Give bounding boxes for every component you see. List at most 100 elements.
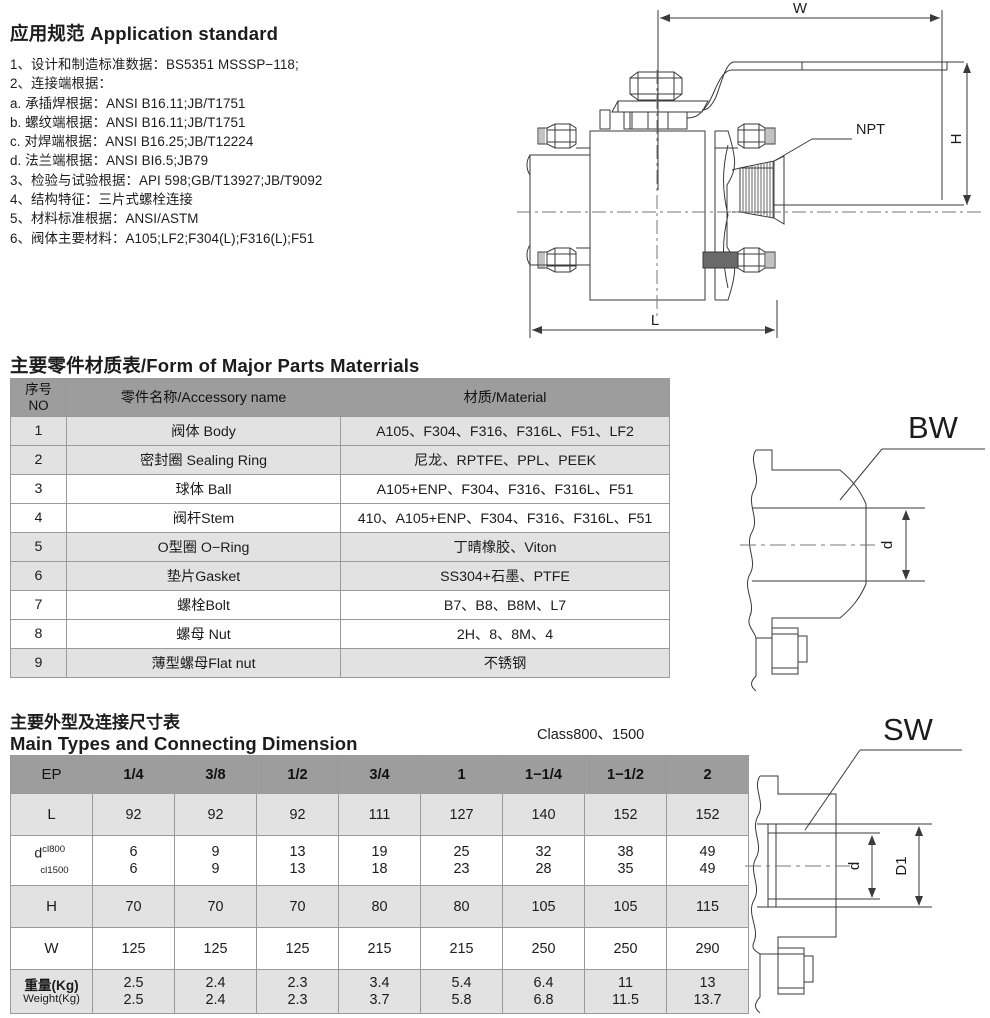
cell-name: 垫片Gasket bbox=[66, 561, 341, 591]
cell-material: B7、B8、B8M、L7 bbox=[340, 590, 670, 620]
header-accessory-name: 零件名称/Accessory name bbox=[66, 378, 341, 417]
bw-leader-diagonal bbox=[839, 448, 883, 501]
cell-l: 152 bbox=[584, 793, 667, 836]
table-header-row: 序号 NO 零件名称/Accessory name 材质/Material bbox=[10, 378, 670, 417]
bw-d-label: d bbox=[879, 541, 896, 549]
npt-end-connector bbox=[715, 130, 785, 301]
bw-title: BW bbox=[908, 410, 959, 445]
header-size: 1 bbox=[420, 755, 503, 794]
sw-body-outline bbox=[750, 775, 932, 1014]
dims-title-cn: 主要外型及连接尺寸表 bbox=[10, 713, 180, 732]
sw-leader-diagonal bbox=[804, 749, 861, 831]
table-row: 1 阀体 Body A105、F304、F316、F316L、F51、LF2 bbox=[10, 416, 670, 446]
table-row: W 125 125 125 215 215 250 250 290 bbox=[10, 927, 749, 970]
header-size: 1−1/2 bbox=[584, 755, 667, 794]
standard-item: 3、检验与试验根据：API 598;GB/T13927;JB/T9092 bbox=[10, 172, 323, 188]
cell-w: 290 bbox=[666, 927, 749, 970]
table-header-row: EP 1/4 3/8 1/2 3/4 1 1−1/4 1−1/2 2 bbox=[10, 755, 749, 794]
cell-w: 125 bbox=[174, 927, 257, 970]
cell-h: 70 bbox=[92, 885, 175, 928]
valve-assembly-drawing: W H bbox=[512, 0, 990, 345]
application-standard-section: 应用规范 Application standard 1、设计和制造标准数据：BS… bbox=[10, 20, 510, 248]
table-row: 5 O型圈 O−Ring 丁晴橡胶、Viton bbox=[10, 532, 670, 562]
standard-item: 2、连接端根据： bbox=[10, 76, 112, 92]
cell-name: 薄型螺母Flat nut bbox=[66, 648, 341, 678]
main-types-dimension-table: EP 1/4 3/8 1/2 3/4 1 1−1/4 1−1/2 2 L 92 … bbox=[10, 755, 749, 1014]
stem-nut-lower bbox=[599, 109, 688, 130]
cell-material: SS304+石墨、PTFE bbox=[340, 561, 670, 591]
centerlines bbox=[517, 70, 982, 320]
thread-hatch bbox=[742, 161, 774, 218]
w-dimension bbox=[657, 10, 943, 200]
sw-end-drawing: SW d D1 bbox=[700, 702, 990, 1018]
sw-d-label: d bbox=[846, 862, 863, 870]
header-size: 1/4 bbox=[92, 755, 175, 794]
npt-label: NPT bbox=[856, 122, 885, 138]
cell-name: 密封圈 Sealing Ring bbox=[66, 445, 341, 475]
bw-d-dimension bbox=[866, 507, 925, 582]
sw-d1-dimension bbox=[915, 826, 923, 906]
table-row: 3 球体 Ball A105+ENP、F304、F316、F316L、F51 bbox=[10, 474, 670, 504]
weight-label-en: Weight(Kg) bbox=[23, 992, 80, 1005]
handle-plate bbox=[611, 100, 709, 113]
cell-h: 105 bbox=[502, 885, 585, 928]
cell-no: 9 bbox=[10, 648, 67, 678]
standard-item: d. 法兰端根据：ANSI BI6.5;JB79 bbox=[10, 153, 209, 169]
cell-w: 215 bbox=[338, 927, 421, 970]
cell-l: 152 bbox=[666, 793, 749, 836]
cell-l: 140 bbox=[502, 793, 585, 836]
cell-no: 7 bbox=[10, 590, 67, 620]
table-row: 4 阀杆Stem 410、A105+ENP、F304、F316、F316L、F5… bbox=[10, 503, 670, 533]
cell-no: 5 bbox=[10, 532, 67, 562]
table-row: 9 薄型螺母Flat nut 不锈钢 bbox=[10, 648, 670, 678]
l-label: L bbox=[651, 312, 659, 329]
row-label-weight: 重量(Kg) Weight(Kg) bbox=[10, 969, 93, 1014]
table-row: L 92 92 92 111 127 140 152 152 bbox=[10, 793, 749, 836]
d-sup: cl800 bbox=[42, 843, 66, 855]
standard-item: 1、设计和制造标准数据：BS5351 MSSSP−118; bbox=[10, 57, 299, 72]
bolt-top-left bbox=[537, 123, 590, 149]
header-no-cn: 序号 bbox=[25, 381, 52, 397]
application-standard-list: 1、设计和制造标准数据：BS5351 MSSSP−118; 2、连接端根据： a… bbox=[10, 55, 510, 248]
cell-no: 4 bbox=[10, 503, 67, 533]
cell-material: 410、A105+ENP、F304、F316、F316L、F51 bbox=[340, 503, 670, 533]
dims-table-heading: 主要外型及连接尺寸表 Main Types and Connecting Dim… bbox=[10, 712, 358, 755]
bw-bolt bbox=[771, 627, 808, 675]
row-label-h: H bbox=[10, 885, 93, 928]
cell-no: 1 bbox=[10, 416, 67, 446]
w-label: W bbox=[793, 0, 808, 17]
bolt-top-right bbox=[715, 123, 776, 149]
cell-no: 2 bbox=[10, 445, 67, 475]
table-row: 2 密封圈 Sealing Ring 尼龙、RPTFE、PPL、PEEK bbox=[10, 445, 670, 475]
cell-h: 70 bbox=[174, 885, 257, 928]
cell-material: A105+ENP、F304、F316、F316L、F51 bbox=[340, 474, 670, 504]
d-base: d bbox=[34, 844, 43, 861]
parts-table-heading: 主要零件材质表/Form of Major Parts Materrials bbox=[10, 352, 420, 387]
cell-l: 127 bbox=[420, 793, 503, 836]
standard-item: 4、结构特征：三片式螺栓连接 bbox=[10, 192, 193, 208]
header-no-en: NO bbox=[28, 397, 49, 413]
cell-name: 螺母 Nut bbox=[66, 619, 341, 649]
cell-material: 尼龙、RPTFE、PPL、PEEK bbox=[340, 445, 670, 475]
cell-w: 125 bbox=[92, 927, 175, 970]
weight-label-cn: 重量(Kg) bbox=[24, 977, 79, 993]
dims-title-en: Main Types and Connecting Dimension bbox=[10, 733, 358, 754]
row-label-d: dcl800 cl1500 bbox=[10, 835, 93, 886]
standard-item: a. 承插焊根据：ANSI B16.11;JB/T1751 bbox=[10, 95, 246, 111]
sw-title: SW bbox=[883, 712, 934, 747]
sw-bolt bbox=[777, 947, 814, 995]
